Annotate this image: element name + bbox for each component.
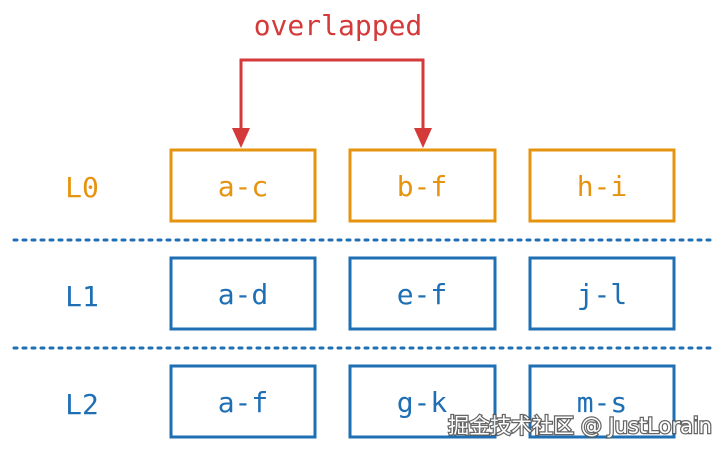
arrow-head-right-icon [414,128,432,148]
overlap-bracket-line [239,58,425,133]
sstable-range-label: m-s [577,386,628,419]
sstable-range-label: g-k [397,386,448,419]
sstable-box [528,148,676,223]
sstable-range-label: a-c [218,170,269,203]
level-row-l2: L2 a-f g-k m-s [65,364,676,439]
level-label-l2: L2 [65,388,99,421]
sstable-range-label: b-f [397,170,448,203]
level-row-l0: L0 a-c b-f h-i [65,148,676,223]
level-label-l0: L0 [65,171,99,204]
arrow-head-left-icon [232,128,250,148]
sstable-box [348,148,497,223]
overlapped-label: overlapped [254,9,423,42]
sstable-box [169,256,317,331]
sstable-range-label: e-f [397,278,448,311]
sstable-box [169,364,317,439]
sstable-box [348,364,497,439]
sstable-box [528,364,676,439]
sstable-range-label: a-d [218,278,269,311]
sstable-range-label: h-i [577,170,628,203]
level-row-l1: L1 a-d e-f j-l [65,256,676,331]
overlap-annotation: overlapped [232,9,432,148]
sstable-box [528,256,676,331]
sstable-box [169,148,317,223]
level-label-l1: L1 [65,280,99,313]
sstable-range-label: a-f [218,386,269,419]
sstable-box [348,256,497,331]
watermark-text: 掘金技术社区 @ JustLorain [448,414,712,438]
sstable-range-label: j-l [577,278,628,311]
